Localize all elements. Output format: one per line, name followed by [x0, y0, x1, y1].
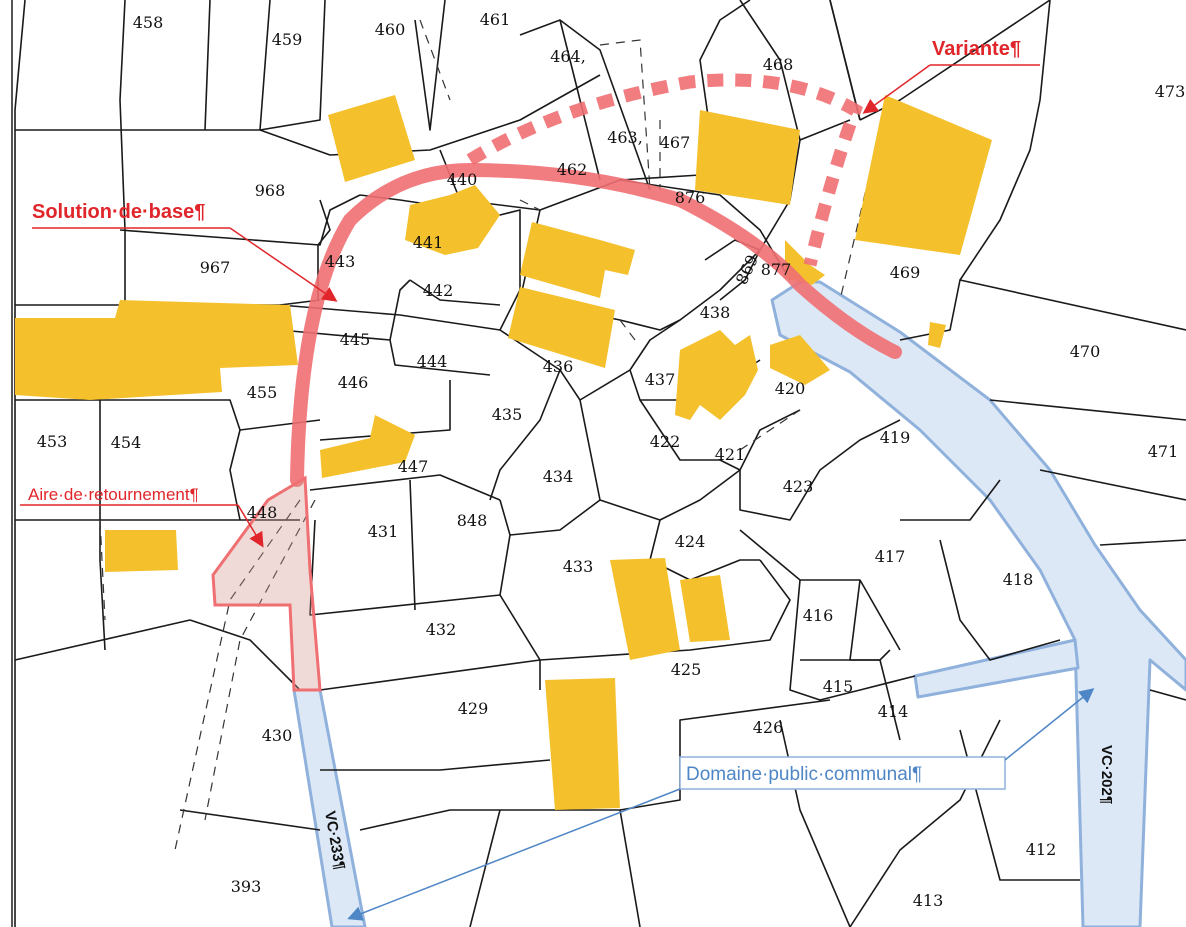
- parcel-label: 418: [1003, 570, 1034, 589]
- parcel-label: 968: [255, 181, 286, 200]
- domaine-arrow-east: [1004, 688, 1095, 761]
- parcel-label: 876: [675, 188, 706, 207]
- parcel-label: 426: [753, 718, 784, 737]
- domaine-arrow-west: [347, 788, 681, 921]
- parcel-label: 468: [763, 55, 794, 74]
- parcel-label: 464,: [550, 47, 586, 66]
- parcel-label: 429: [458, 699, 489, 718]
- parcel-label: 444: [417, 352, 448, 371]
- aire-arrow: [237, 504, 264, 548]
- parcel-label: 473: [1155, 82, 1186, 101]
- parcel-label: 421: [715, 445, 746, 464]
- parcel-label: 453: [37, 432, 68, 451]
- aire-retournement-label: Aire·de·retournement¶: [28, 485, 199, 504]
- parcel-label: 462: [557, 160, 588, 179]
- parcel-label: 448: [247, 503, 278, 522]
- parcel-label: 877: [761, 260, 792, 279]
- route-variante: [466, 73, 863, 267]
- parcel-label: 967: [200, 258, 231, 277]
- parcel-label: 436: [543, 357, 574, 376]
- parcel-label: 440: [447, 170, 478, 189]
- buildings: [15, 95, 992, 810]
- parcel-labels: 458 459 460 461 464, 468 473 463, 467 46…: [37, 10, 1186, 910]
- parcel-label: 424: [675, 532, 706, 551]
- parcel-label: 416: [803, 606, 834, 625]
- aire-retournement-zone: [211, 475, 322, 692]
- road-vc202: [770, 280, 1186, 927]
- parcel-label: 443: [325, 252, 356, 271]
- route-solution-base: [290, 162, 902, 487]
- parcel-label: 447: [398, 457, 429, 476]
- solution-base-label: Solution·de·base¶: [32, 201, 205, 223]
- parcel-label: 461: [480, 10, 511, 29]
- parcel-label: 455: [247, 383, 278, 402]
- parcel-label: 433: [563, 557, 594, 576]
- parcel-label: 435: [492, 405, 523, 424]
- routes: [211, 73, 902, 692]
- parcel-label: 423: [783, 477, 814, 496]
- parcel-label: 848: [457, 511, 488, 530]
- parcel-label: 422: [650, 432, 681, 451]
- parcel-label: 471: [1148, 442, 1179, 461]
- domaine-public-box: [679, 756, 1006, 790]
- parcel-label: 442: [423, 281, 454, 300]
- parcel-label: 431: [368, 522, 399, 541]
- parcel-label: 467: [660, 133, 691, 152]
- parcel-label: 470: [1070, 342, 1101, 361]
- parcel-label: 432: [426, 620, 457, 639]
- parcel-label: 425: [671, 660, 702, 679]
- road-branch-east: [913, 638, 1080, 699]
- parcel-label: 869: [732, 252, 762, 288]
- road-vc233: [292, 688, 367, 927]
- parcel-label: 460: [375, 20, 406, 39]
- variante-label: Variante¶: [932, 38, 1021, 60]
- parcel-label: 393: [231, 877, 262, 896]
- solution-base-arrow: [229, 227, 338, 302]
- parcel-label: 414: [878, 702, 909, 721]
- parcel-label: 412: [1026, 840, 1057, 859]
- parcel-label: 458: [133, 13, 164, 32]
- parcel-label: 446: [338, 373, 369, 392]
- road-label-vc202: VC·202¶: [1098, 745, 1115, 804]
- parcel-label: 437: [645, 370, 676, 389]
- parcel-label: 459: [272, 30, 303, 49]
- variante-arrow: [862, 64, 931, 114]
- parcel-label: 438: [700, 303, 731, 322]
- parcel-label: 413: [913, 891, 944, 910]
- parcel-label: 441: [413, 233, 444, 252]
- annotation-callouts: [20, 64, 1095, 921]
- parcel-label: 415: [823, 677, 854, 696]
- parcel-label: 430: [262, 726, 293, 745]
- domaine-public-label: Domaine·public·communal¶: [686, 764, 922, 785]
- parcel-label: 434: [543, 467, 574, 486]
- parcel-label: 419: [880, 428, 911, 447]
- parcel-label: 445: [340, 330, 371, 349]
- parcel-label: 463,: [607, 128, 643, 147]
- parcel-label: 417: [875, 547, 906, 566]
- parcel-label: 454: [111, 433, 142, 452]
- parcel-label: 469: [890, 263, 921, 282]
- parcel-label: 420: [775, 379, 806, 398]
